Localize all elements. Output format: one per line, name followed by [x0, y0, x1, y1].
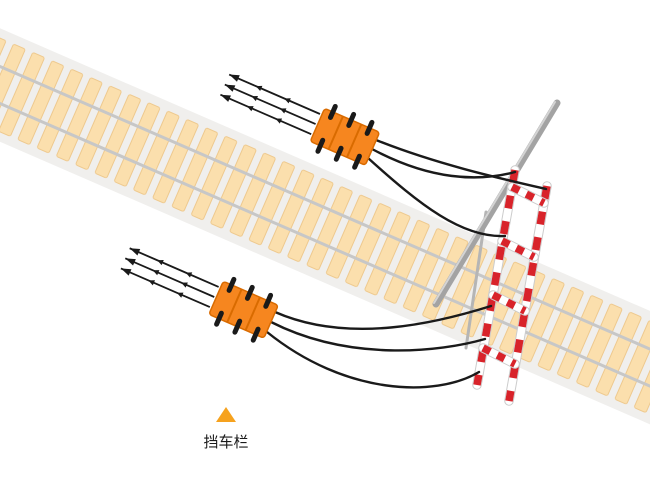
- anchor-body: [209, 281, 279, 339]
- anchor-clamp: [364, 119, 375, 136]
- barrier-pole: [432, 99, 561, 308]
- cable: [265, 330, 481, 389]
- anchor-clamp: [263, 292, 274, 309]
- tension-arrow: [220, 93, 312, 135]
- tension-arrows-upper: [220, 73, 321, 135]
- cable-anchor-upper: [310, 103, 380, 170]
- anchor-slot: [244, 296, 261, 331]
- tension-arrow: [120, 267, 211, 308]
- cable: [366, 156, 507, 238]
- cable: [370, 147, 517, 179]
- anchor-clamp: [352, 153, 362, 170]
- anchor-clamp: [250, 326, 261, 343]
- tension-arrow: [124, 257, 215, 298]
- pull-cables: [265, 138, 548, 389]
- legend: 挡车栏: [203, 407, 249, 451]
- anchor-slot: [327, 115, 344, 150]
- anchor-clamp: [244, 284, 255, 301]
- rail-upper: [0, 48, 650, 382]
- cable: [374, 138, 548, 191]
- anchor-clamp: [333, 145, 344, 162]
- cable-anchors: [120, 73, 380, 343]
- tension-arrow: [129, 247, 219, 288]
- anchor-clamp: [315, 137, 326, 154]
- anchor-clamp: [346, 111, 357, 128]
- tension-arrow: [228, 73, 321, 115]
- tension-arrows-lower: [120, 247, 219, 308]
- anchor-clamp: [214, 310, 224, 327]
- tension-arrow: [224, 83, 316, 125]
- cable: [273, 304, 493, 331]
- cable-anchor-lower: [209, 276, 279, 343]
- barrier-rung: [512, 187, 544, 203]
- anchor-clamp: [226, 276, 237, 293]
- pole-highlight: [433, 101, 556, 304]
- anchor-clamp: [327, 103, 338, 120]
- anchor-body: [310, 108, 380, 166]
- triangle-icon: [216, 407, 236, 422]
- railway-track: [0, 17, 650, 444]
- pole-shaft: [432, 99, 561, 308]
- anchor-slot: [346, 123, 363, 158]
- anchor-slot: [226, 288, 243, 323]
- cable: [269, 320, 487, 352]
- track-ties: [0, 24, 650, 437]
- anchor-clamp: [232, 318, 243, 335]
- rail-lower: [0, 79, 650, 413]
- legend-label: 挡车栏: [203, 433, 248, 451]
